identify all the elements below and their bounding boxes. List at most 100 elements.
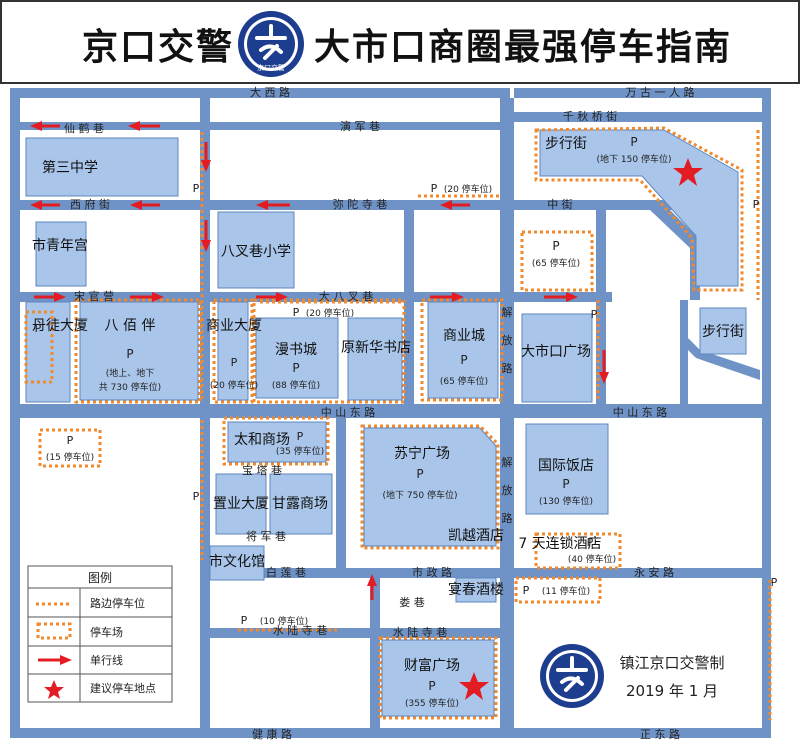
cap-dabacha: (20 停车位)	[306, 307, 354, 319]
road-shuilusi-w: 水 陆 寺 巷	[273, 623, 328, 637]
legend-title: 图例	[88, 571, 112, 585]
cap-babanban-2: 共 730 停车位)	[99, 381, 161, 393]
road-yanjun: 演 军 巷	[340, 119, 380, 133]
road-xifu: 西 府 街	[70, 197, 110, 211]
cap-15: (15 停车位)	[46, 451, 94, 463]
label-yanchun: 宴春酒楼	[448, 581, 504, 598]
label-guoji: 国际饭店	[538, 458, 594, 474]
arrow-jianzi-v	[599, 350, 609, 384]
parking-map: 大 西 路 万 古 一 人 路 仙 鹤 巷 演 军 巷 千 秋 桥 街 西 府 …	[0, 84, 800, 746]
parking-buxingjie	[534, 126, 744, 292]
qianqiuqiao-road	[512, 112, 764, 122]
star-buxingjie-icon	[673, 158, 703, 186]
label-suning: 苏宁广场	[394, 445, 450, 462]
p-qitian: P	[587, 536, 594, 549]
road-kangjian: 健 康 路	[252, 727, 292, 741]
block-buxingjie2	[699, 307, 747, 355]
label-manshu: 漫书城	[275, 342, 317, 358]
p-65: P	[552, 239, 559, 253]
suggested-parking-stars	[459, 158, 703, 700]
parking-caifu	[378, 636, 498, 720]
arrow-xianhe-1	[30, 121, 60, 131]
label-caifu: 财富广场	[404, 657, 460, 674]
label-baxiang: 八叉巷小学	[221, 244, 291, 260]
road-dabacha: 大 八 叉 巷	[319, 289, 374, 303]
block-ganlu	[269, 473, 333, 535]
parking-qitian	[534, 532, 622, 570]
parking-outlines	[24, 126, 772, 720]
parking-shangye	[212, 298, 254, 404]
arrow-dabacha-1	[256, 292, 288, 302]
p-manshu: P	[292, 361, 299, 375]
road-shizheng: 市 政 路	[412, 565, 452, 579]
arrow-jingshi-v	[367, 574, 377, 600]
cap-babanban-1: (地上、地下	[106, 367, 155, 379]
p-shangyecheng: P	[460, 353, 467, 367]
p-babanban: P	[126, 347, 133, 361]
label-shangye: 商业大厦	[206, 318, 262, 334]
legend-lot: 停车场	[90, 625, 123, 639]
block-caifu	[381, 639, 495, 717]
arrow-dabacha-2	[430, 292, 464, 302]
p-guoji: P	[562, 477, 569, 491]
road-songguan: 宋 官 营	[74, 289, 114, 303]
block-suning	[363, 427, 497, 547]
road-bailian: 白 莲 巷	[266, 565, 306, 579]
block-baxiang	[217, 211, 295, 289]
block-qingnian	[35, 221, 87, 287]
p-danhou: P	[35, 322, 42, 335]
road-zhongjie: 中 街	[547, 197, 573, 211]
block-shangye-left	[217, 301, 249, 401]
road-jiefang-1: 解	[502, 305, 513, 319]
p-shangye: P	[231, 356, 238, 369]
legend-oneway-icon	[38, 655, 72, 665]
arrow-shanmen-v1	[201, 142, 211, 172]
cap-65: (65 停车位)	[532, 257, 580, 269]
block-yanchun	[455, 577, 497, 603]
road-jiefang-2: 放	[502, 333, 513, 347]
p-suning: P	[416, 467, 423, 481]
star-caifu-icon	[459, 672, 489, 700]
cap-mituosi: (20 停车位)	[444, 183, 492, 195]
block-taihe	[227, 421, 327, 463]
cap-shangye: (20 停车位)	[210, 379, 258, 391]
road-zhongshan-east: 中 山 东 路	[613, 406, 668, 419]
label-shiwenhua: 市文化馆	[209, 553, 265, 570]
road-zhongshan-west: 中 山 东 路	[321, 406, 376, 419]
cap-caifu: (355 停车位)	[405, 697, 459, 709]
header: 京口交警 京口交警 大市口商圈最强停车指南	[0, 0, 800, 84]
arrow-xifu-1	[30, 200, 60, 210]
legend: 图例 路边停车位 停车场 单行线 建议停车地点	[27, 565, 173, 703]
p-mituosi: P	[431, 182, 438, 195]
arrow-xifu-2	[130, 200, 160, 210]
label-buxingjie2: 步行街	[702, 324, 744, 340]
parking-babanban	[74, 298, 202, 404]
label-shangyecheng: 商业城	[443, 328, 485, 344]
road-wangu: 万 古 一 人 路	[626, 86, 695, 99]
label-zhiye: 置业大厦	[213, 496, 269, 512]
legend-star: 建议停车地点	[90, 681, 156, 695]
legend-star-icon	[44, 680, 64, 699]
road-mituosi: 弥 陀 寺 巷	[333, 197, 388, 211]
road-xianhe: 仙 鹤 巷	[64, 121, 104, 135]
road-jiefang-6: 路	[502, 512, 513, 525]
label-babanban: 八 佰 伴	[105, 318, 156, 334]
label-taihe: 太和商场	[234, 432, 290, 448]
arrow-mituosi-2	[440, 200, 470, 210]
p-roadside-41: P	[591, 308, 598, 321]
cap-manshu: (88 停车位)	[272, 379, 320, 391]
label-sanzhong: 第三中学	[42, 159, 98, 176]
svg-text:京口交警: 京口交警	[257, 63, 285, 72]
one-way-arrows	[30, 121, 609, 600]
road-daxi: 大 西 路	[250, 85, 290, 99]
footer-date: 2019 年 1 月	[626, 682, 718, 700]
label-dashikou: 大市口广场	[521, 343, 591, 360]
legend-roadside: 路边停车位	[90, 596, 145, 610]
block-danhou	[25, 301, 71, 403]
parking-manshu	[252, 298, 406, 404]
label-xinhua: 原新华书店	[341, 340, 411, 356]
label-qitian: 7 天连锁酒店	[518, 536, 601, 552]
jiefang-road	[500, 98, 514, 728]
jingkou-police-logo: 京口交警	[238, 11, 304, 77]
road-jiangjun: 将 军 巷	[246, 530, 286, 543]
